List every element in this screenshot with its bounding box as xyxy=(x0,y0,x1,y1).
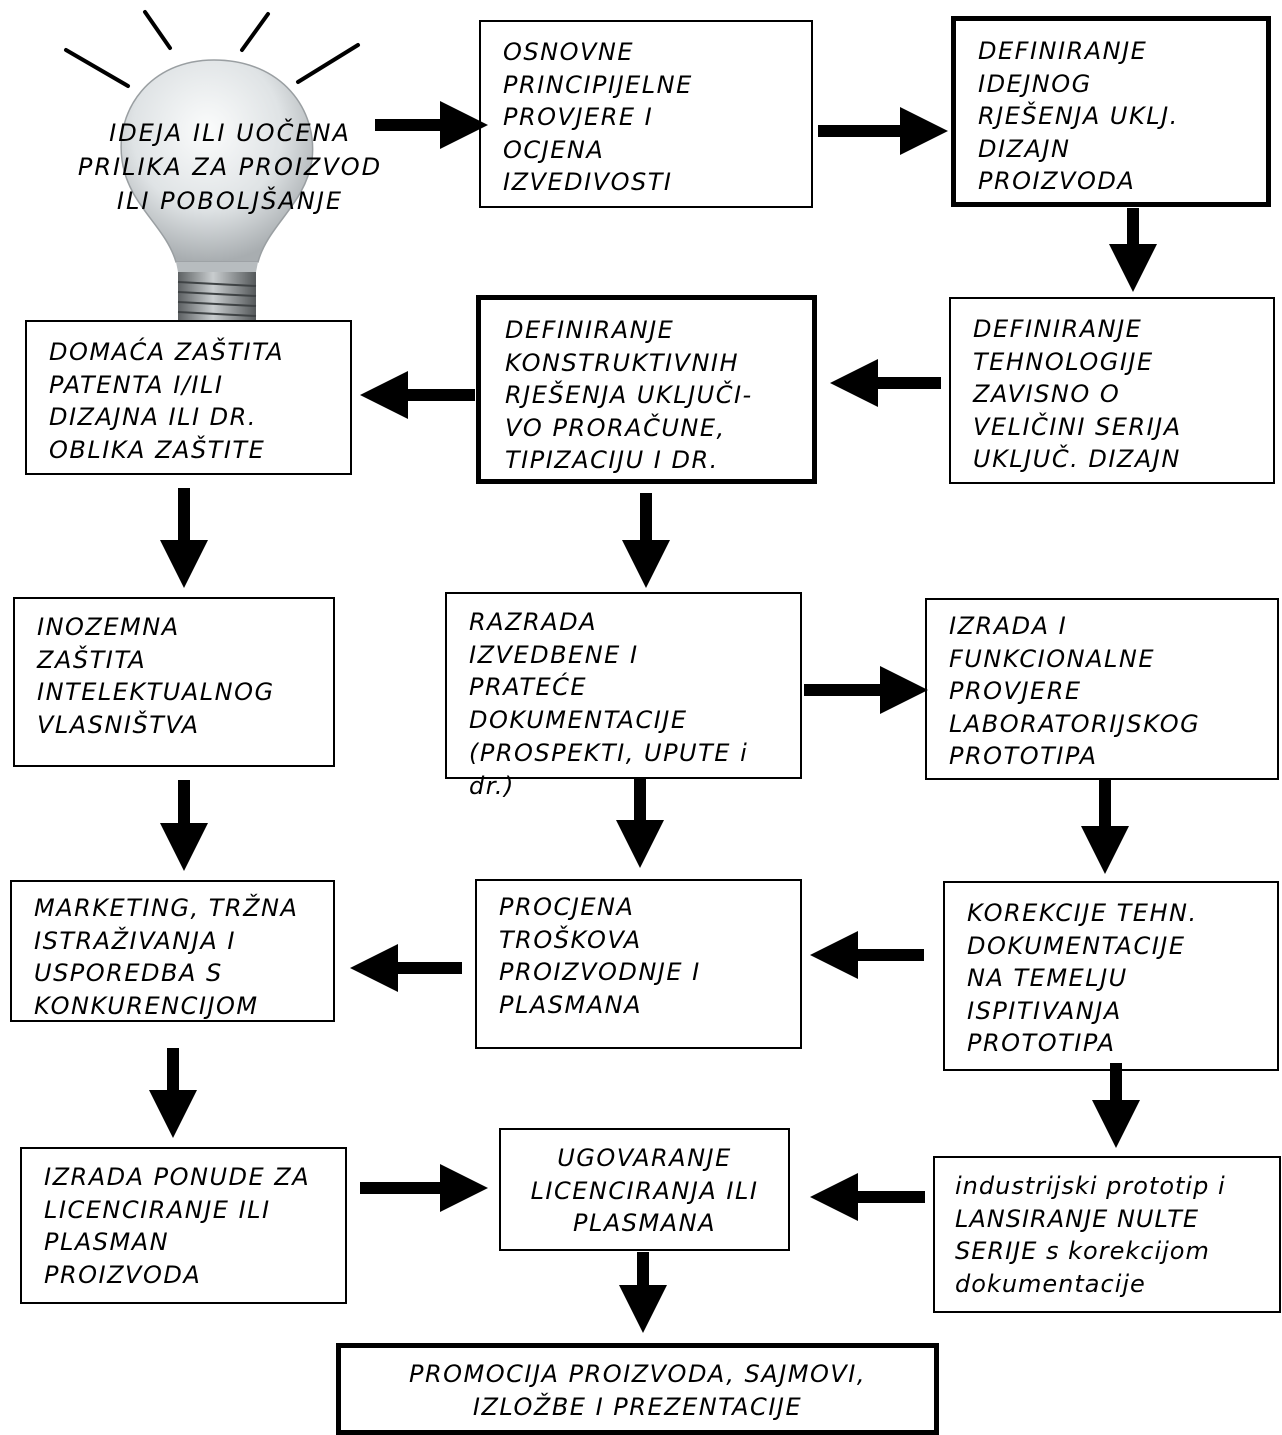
korekcije-dokumentacije-label: KOREKCIJE TEHN. DOKUMENTACIJE NA TEMELJU… xyxy=(967,899,1198,1057)
promocija-box: PROMOCIJA PROIZVODA, SAJMOVI, IZLOŽBE I … xyxy=(336,1343,939,1435)
domaca-zastita-box: DOMAĆA ZAŠTITA PATENTA I/ILI DIZAJNA ILI… xyxy=(25,320,352,475)
osnovne-provjere-label: OSNOVNE PRINCIPIJELNE PROVJERE I OCJENA … xyxy=(503,38,693,196)
korekcije-dokumentacije-box: KOREKCIJE TEHN. DOKUMENTACIJE NA TEMELJU… xyxy=(943,881,1279,1071)
razrada-note-label: (PROSPEKTI, UPUTE i dr.) xyxy=(469,739,749,800)
razrada-dokumentacije-box: RAZRADA IZVEDBENE I PRATEĆE DOKUMENTACIJ… xyxy=(445,592,802,800)
marketing-label: MARKETING, TRŽNA ISTRAŽIVANJA I USPOREDB… xyxy=(34,894,299,1020)
bulb-rays xyxy=(64,10,360,88)
definiranje-idejnog-rjesenja-label: DEFINIRANJE IDEJNOG RJEŠENJA UKLJ. DIZAJ… xyxy=(978,37,1179,195)
domaca-zastita-label: DOMAĆA ZAŠTITA PATENTA I/ILI DIZAJNA ILI… xyxy=(49,338,285,464)
definiranje-tehnologije-box: DEFINIRANJE TEHNOLOGIJE ZAVISNO O VELIČI… xyxy=(949,297,1275,484)
idea-label: IDEJA ILI UOČENA PRILIKA ZA PROIZVOD ILI… xyxy=(77,119,383,215)
definiranje-konstruktivnih-rjesenja-box: DEFINIRANJE KONSTRUKTIVNIH RJEŠENJA UKLJ… xyxy=(476,295,817,484)
procjena-troskova-label: PROCJENA TROŠKOVA PROIZVODNJE I PLASMANA xyxy=(499,893,701,1019)
izrada-ponude-label: IZRADA PONUDE ZA LICENCIRANJE ILI PLASMA… xyxy=(44,1163,311,1289)
marketing-box: MARKETING, TRŽNA ISTRAŽIVANJA I USPOREDB… xyxy=(10,880,335,1022)
industrijski-prototip-box: industrijski prototip i LANSIRANJE NULTE… xyxy=(933,1156,1281,1313)
ugovaranje-label: UGOVARANJE LICENCIRANJA ILI PLASMANA xyxy=(530,1144,759,1237)
definiranje-tehnologije-label: DEFINIRANJE TEHNOLOGIJE ZAVISNO O VELIČI… xyxy=(973,315,1182,473)
procjena-troskova-box: PROCJENA TROŠKOVA PROIZVODNJE I PLASMANA xyxy=(475,879,802,1049)
inozemna-zastita-label: INOZEMNA ZAŠTITA INTELEKTUALNOG VLASNIŠT… xyxy=(37,613,275,739)
definiranje-konstruktivnih-rjesenja-label: DEFINIRANJE KONSTRUKTIVNIH RJEŠENJA UKLJ… xyxy=(505,316,753,474)
izrada-laboratorijskog-prototipa-label: IZRADA I FUNKCIONALNE PROVJERE LABORATOR… xyxy=(949,612,1201,770)
ugovaranje-box: UGOVARANJE LICENCIRANJA ILI PLASMANA xyxy=(499,1128,790,1251)
osnovne-provjere-box: OSNOVNE PRINCIPIJELNE PROVJERE I OCJENA … xyxy=(479,20,813,208)
industrijski-prototip-label: industrijski prototip i LANSIRANJE NULTE… xyxy=(955,1172,1226,1298)
definiranje-idejnog-rjesenja-box: DEFINIRANJE IDEJNOG RJEŠENJA UKLJ. DIZAJ… xyxy=(951,16,1271,207)
inozemna-zastita-box: INOZEMNA ZAŠTITA INTELEKTUALNOG VLASNIŠT… xyxy=(13,597,335,767)
promocija-label: PROMOCIJA PROIZVODA, SAJMOVI, IZLOŽBE I … xyxy=(408,1360,867,1421)
izrada-ponude-box: IZRADA PONUDE ZA LICENCIRANJE ILI PLASMA… xyxy=(20,1147,347,1304)
razrada-dokumentacije-label: RAZRADA IZVEDBENE I PRATEĆE DOKUMENTACIJ… xyxy=(469,608,688,734)
